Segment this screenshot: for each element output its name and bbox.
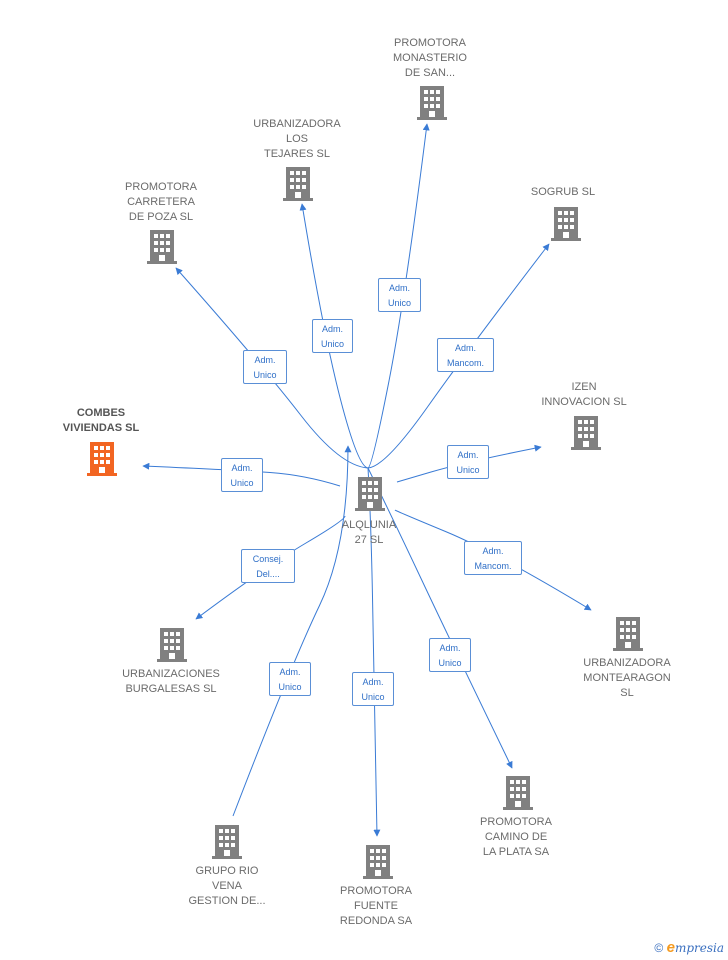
edge-to-carretera bbox=[175, 267, 369, 469]
edge-to-camino bbox=[367, 467, 513, 769]
footer-brand: © empresia bbox=[654, 939, 724, 956]
edge-to-montearagon bbox=[394, 509, 592, 611]
node-montearagon-label[interactable]: URBANIZADORA MONTEARAGON SL bbox=[583, 657, 671, 699]
edge-label-sogrub[interactable]: Adm. Mancom. bbox=[437, 338, 494, 372]
edge-label-riovena[interactable]: Adm. Unico bbox=[269, 662, 311, 696]
edge-to-monasterio bbox=[367, 123, 430, 469]
edge-to-izen bbox=[396, 444, 542, 483]
edge-to-combes bbox=[142, 462, 341, 487]
edge-label-combes[interactable]: Adm. Unico bbox=[221, 458, 263, 492]
edge-to-riovena bbox=[232, 445, 352, 817]
node-burgalesas-building-icon[interactable] bbox=[157, 628, 187, 662]
edge-to-burgalesas bbox=[195, 515, 346, 620]
node-izen-label[interactable]: IZEN INNOVACION SL bbox=[541, 381, 627, 408]
node-tejares-label[interactable]: URBANIZADORA LOS TEJARES SL bbox=[253, 118, 341, 160]
node-monasterio-label[interactable]: PROMOTORA MONASTERIO DE SAN... bbox=[393, 37, 467, 79]
brand-logo-text: mpresia bbox=[674, 941, 724, 955]
edge-label-montearagon[interactable]: Adm. Mancom. bbox=[464, 541, 522, 575]
center-node-label[interactable]: ALQLUNIA 27 SL bbox=[341, 519, 397, 546]
edge-label-burgalesas[interactable]: Consej. Del.... bbox=[241, 549, 295, 583]
node-burgalesas-label[interactable]: URBANIZACIONES BURGALESAS SL bbox=[122, 668, 220, 695]
center-node-building-icon[interactable] bbox=[355, 477, 385, 511]
node-camino-building-icon[interactable] bbox=[503, 776, 533, 810]
edge-label-carretera[interactable]: Adm. Unico bbox=[243, 350, 287, 384]
edge-to-tejares bbox=[299, 203, 369, 469]
node-fuente-label[interactable]: PROMOTORA FUENTE REDONDA SA bbox=[339, 885, 413, 927]
edge-label-fuente[interactable]: Adm. Unico bbox=[352, 672, 394, 706]
node-tejares-building-icon[interactable] bbox=[283, 167, 313, 201]
node-sogrub-building-icon[interactable] bbox=[551, 207, 581, 241]
node-fuente-building-icon[interactable] bbox=[363, 845, 393, 879]
node-sogrub-label[interactable]: SOGRUB SL bbox=[530, 186, 596, 198]
node-montearagon-building-icon[interactable] bbox=[613, 617, 643, 651]
node-izen-building-icon[interactable] bbox=[571, 416, 601, 450]
node-combes-building-icon[interactable] bbox=[87, 442, 117, 476]
node-riovena-building-icon[interactable] bbox=[212, 825, 242, 859]
edge-label-camino[interactable]: Adm. Unico bbox=[429, 638, 471, 672]
node-riovena-label[interactable]: GRUPO RIO VENA GESTION DE... bbox=[188, 865, 266, 907]
node-carretera-building-icon[interactable] bbox=[147, 230, 177, 264]
copyright-icon: © bbox=[654, 941, 664, 955]
node-monasterio-building-icon[interactable] bbox=[417, 86, 447, 120]
edge-label-monasterio[interactable]: Adm. Unico bbox=[378, 278, 421, 312]
edge-label-izen[interactable]: Adm. Unico bbox=[447, 445, 489, 479]
edge-to-sogrub bbox=[367, 243, 550, 469]
edge-label-tejares[interactable]: Adm. Unico bbox=[312, 319, 353, 353]
node-camino-label[interactable]: PROMOTORA CAMINO DE LA PLATA SA bbox=[480, 816, 552, 858]
node-combes-label[interactable]: COMBES VIVIENDAS SL bbox=[62, 407, 140, 434]
node-carretera-label[interactable]: PROMOTORA CARRETERA DE POZA SL bbox=[125, 181, 197, 223]
brand-logo-initial: e bbox=[666, 939, 675, 956]
